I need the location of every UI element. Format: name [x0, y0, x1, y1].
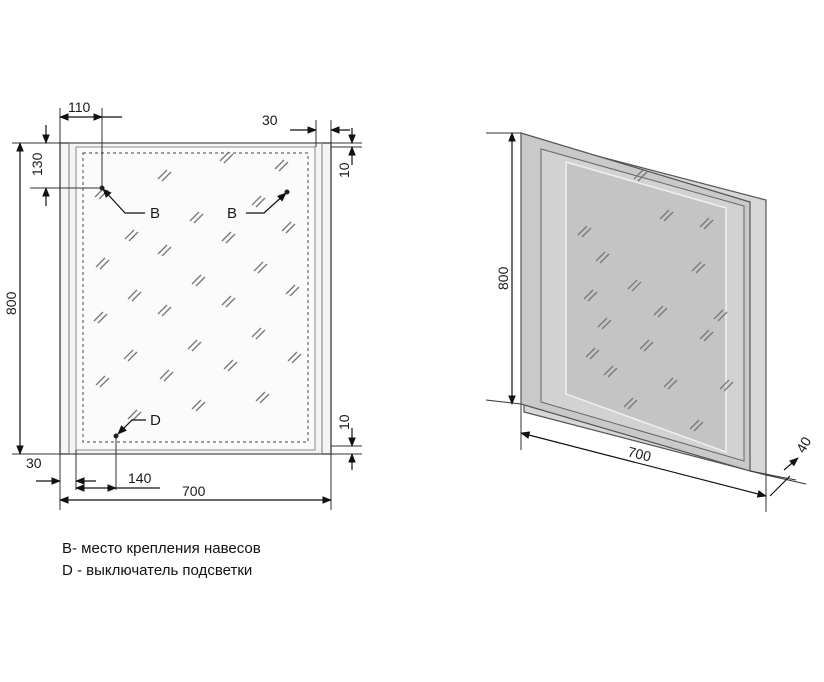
- dim-140: 140: [128, 470, 152, 486]
- dim-10-top: 10: [336, 162, 352, 178]
- dim-700-front: 700: [182, 483, 206, 499]
- legend-light-switch: D - выключатель подсветки: [62, 562, 253, 579]
- switch-point: [113, 433, 119, 439]
- marker-b-right: B: [227, 205, 237, 222]
- dim-40-iso: 40: [793, 434, 815, 456]
- dim-130: 130: [29, 152, 45, 176]
- dimension-lines: [16, 113, 356, 504]
- dim-10-bottom: 10: [336, 414, 352, 430]
- marker-d: D: [150, 412, 161, 429]
- iso-dimension-lines: [508, 132, 799, 498]
- legend-hinge-mount: B- место крепления навесов: [62, 540, 261, 557]
- dim-800-iso: 800: [495, 266, 511, 290]
- dim-700-iso: 700: [626, 443, 653, 464]
- dim-30-top: 30: [262, 112, 278, 128]
- dim-110: 110: [68, 99, 91, 115]
- dim-800-front: 800: [3, 291, 19, 315]
- mirror-glass-dashed-edge: [82, 152, 309, 443]
- marker-b-left: B: [150, 205, 160, 222]
- extension-lines: [12, 108, 362, 510]
- isometric-view: 800 700 40: [485, 132, 815, 512]
- dim-30-bottom: 30: [26, 455, 42, 471]
- front-view: B B D: [3, 99, 362, 510]
- leader-lines: [102, 188, 287, 435]
